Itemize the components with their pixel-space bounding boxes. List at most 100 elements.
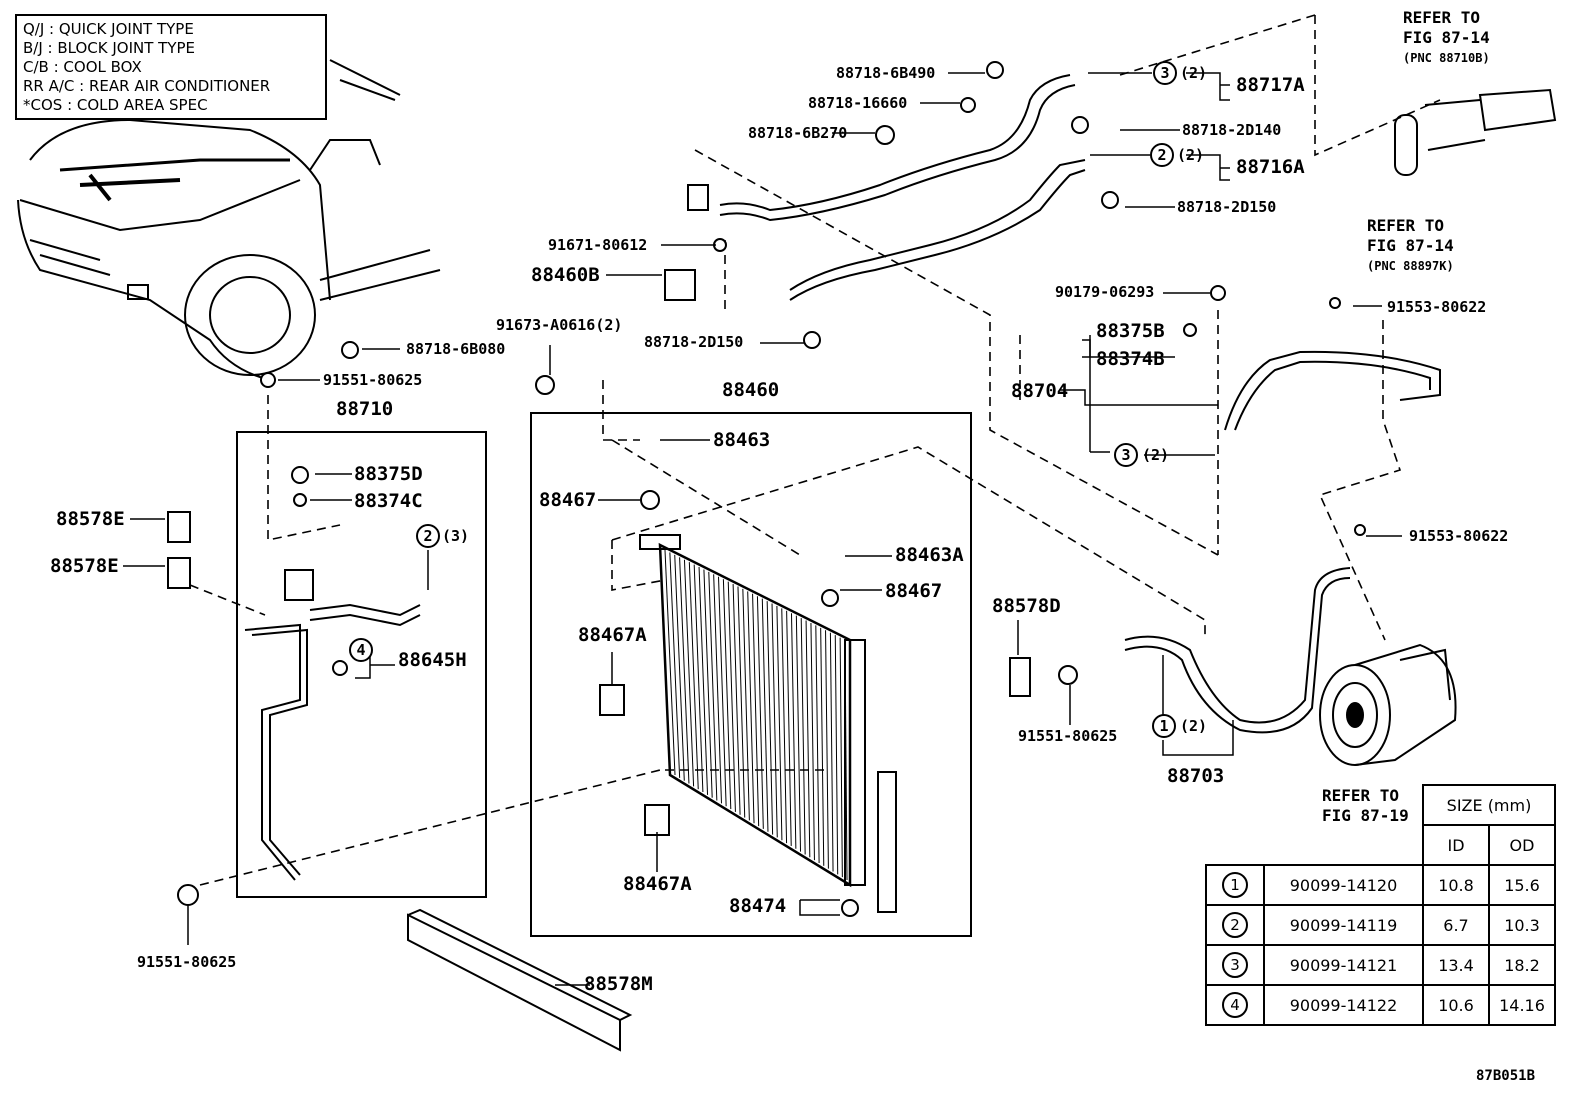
part-label-88718-2D150: 88718-2D150 [644,333,744,351]
condenser-fin [664,549,676,776]
row-part-number: 90099-14120 [1263,864,1424,906]
row-id: 13.4 [1422,944,1490,986]
table-header-id: ID [1422,824,1490,866]
part-label-88703: 88703 [1167,765,1225,787]
callout-qty-3: (2) [1142,446,1170,464]
condenser-fin [674,554,685,781]
condenser-fin [669,552,681,778]
condenser-fin [815,625,820,863]
condenser-fin [766,601,774,835]
condenser-fin [839,637,843,878]
table-row: 4 90099-14122 10.6 14.16 [1205,984,1556,1026]
compressor [1319,643,1457,766]
condenser-fin [820,627,825,866]
part-label-88645H: 88645H [398,649,467,671]
condenser-fin [795,615,802,852]
seal-88578E-shape-b [167,557,191,589]
condenser-fin [708,571,718,801]
seal-88578E-shape-a [167,511,191,543]
refer-to-note-87-19: REFER TO FIG 87-19 [1322,786,1409,826]
row-od: 14.16 [1488,984,1556,1026]
row-part-number: 90099-14121 [1263,944,1424,986]
callout-qty-2: (3) [442,527,470,545]
refer-line: REFER TO [1367,216,1445,235]
condenser-fin [776,605,783,841]
part-label-88467: 88467 [885,580,943,602]
part-label-88718-2D140: 88718-2D140 [1182,121,1282,139]
part-label-88718-16660: 88718-16660 [808,94,908,112]
condenser-fin [722,579,732,810]
svg-text:1: 1 [1159,717,1168,735]
condenser-fin [761,598,769,832]
refer-line: FIG 87-14 [1403,28,1490,47]
legend-row: C/B : COOL BOX [23,58,142,76]
part-label-88718-6B080: 88718-6B080 [406,340,506,358]
refer-line: REFER TO [1322,786,1400,805]
refer-line: FIG 87-19 [1322,806,1409,825]
part-label-88463: 88463 [713,429,771,451]
seal-88578D-shape [1009,657,1031,697]
part-label-91551-80625: 91551-80625 [1018,727,1118,745]
dashed-guides [189,14,1441,886]
row-id: 10.8 [1422,864,1490,906]
legend-row: RR A/C : REAR AIR CONDITIONER [23,77,271,95]
legend-row: B/J : BLOCK JOINT TYPE [23,39,196,57]
condenser-fin [786,610,792,846]
condenser-fin [829,632,834,872]
condenser-fin [737,586,746,818]
legend-row: Q/J : QUICK JOINT TYPE [23,20,194,38]
part-label-88460: 88460 [722,379,780,401]
condenser-core [639,534,866,888]
part-label-88704: 88704 [1011,380,1069,402]
condenser-fin [810,622,815,861]
svg-text:2: 2 [1157,146,1166,164]
part-label-88467: 88467 [539,489,597,511]
part-label-88463A: 88463A [895,544,964,566]
leader-lines [123,72,1402,986]
refer-line: FIG 87-14 [1367,236,1454,255]
condenser-fin [834,635,839,875]
refer-line: (PNC 88897K) [1367,259,1454,273]
condenser-fin [732,584,741,815]
condenser-fin [771,603,778,838]
part-label-88716A: 88716A [1236,156,1305,178]
table-row: 2 90099-14119 6.7 10.3 [1205,904,1556,946]
table-row: 1 90099-14120 10.8 15.6 [1205,864,1556,906]
row-od: 18.2 [1488,944,1556,986]
row-od: 15.6 [1488,864,1556,906]
vehicle-illustration [17,59,441,381]
svg-text:3: 3 [1121,446,1130,464]
condenser-fin [756,596,764,829]
part-label-88467A: 88467A [623,873,692,895]
bracket-88467A-shape-b [644,804,670,836]
condenser-fin [747,591,755,824]
condenser-fin [825,630,829,869]
condenser-fin [693,564,704,793]
part-label-91553-80622: 91553-80622 [1409,527,1509,545]
legend-row: *COS : COLD AREA SPEC [23,96,208,114]
row-id: 6.7 [1422,904,1490,946]
callout-qty-1: (2) [1180,717,1208,735]
part-label-91671-80612: 91671-80612 [548,236,648,254]
condenser-fin [718,576,727,807]
condenser-fin [742,588,750,821]
figure-code: 87B051B [1476,1068,1536,1084]
condenser-fin [800,618,806,855]
abbreviation-legend: Q/J : QUICK JOINT TYPE B/J : BLOCK JOINT… [15,14,327,120]
condenser-fin [683,559,695,787]
refer-line: (PNC 88710B) [1403,51,1490,65]
row-part-number: 90099-14119 [1263,904,1424,946]
table-row: 3 90099-14121 13.4 18.2 [1205,944,1556,986]
part-label-91551-80625: 91551-80625 [137,953,237,971]
part-label-88718-6B270: 88718-6B270 [748,124,848,142]
callout-qty-2: (2) [1177,146,1205,164]
condenser-fin [790,613,797,849]
condenser-fin [688,562,699,790]
bracket-88467A-shape-a [599,684,625,716]
condenser-fin [805,620,811,858]
part-label-88578M: 88578M [584,973,653,995]
part-label-91673-A0616: 91673-A0616(2) [496,316,623,334]
row-mark: 1 [1222,872,1248,898]
part-label-88374B: 88374B [1096,348,1165,370]
